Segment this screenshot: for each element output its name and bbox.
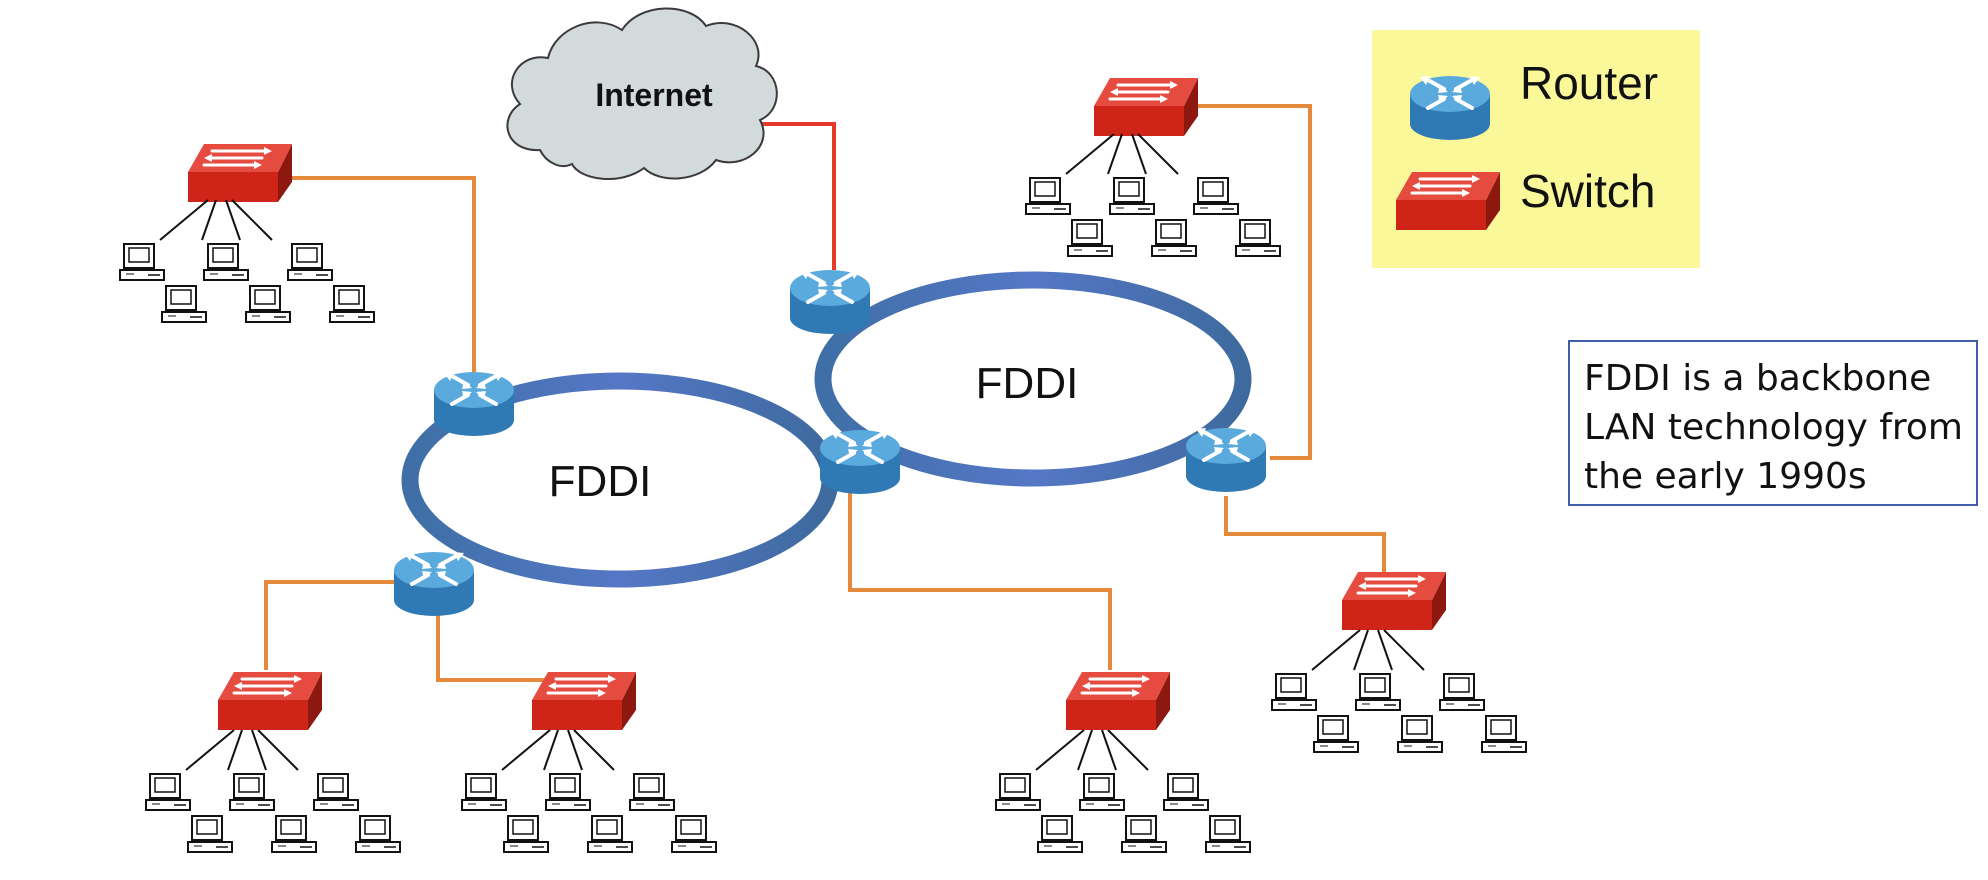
switch-icon [1064,670,1172,732]
internet-link [756,122,836,270]
fddi-ring-left-label: FDDI [549,457,652,506]
router-icon [818,428,902,496]
router-icon [432,370,516,438]
workgroup-top-left [120,142,374,322]
note-line-1: FDDI is a backbone [1584,358,1932,399]
host-group [146,730,400,852]
uplink-top-left [280,176,476,378]
internet-label: Internet [595,77,713,113]
legend-router-label: Router [1520,57,1659,109]
host-group [462,730,716,852]
uplink-bottom-center [848,480,1112,670]
note-box: FDDI is a backbone LAN technology from t… [1568,340,1978,506]
workgroup-bottom-left-b [462,670,716,852]
cloud-icon [506,7,778,180]
note-line-3: the early 1990s [1584,456,1867,497]
router-icon [392,550,476,618]
legend: Router Switch [1372,30,1700,268]
uplink-right-top [1186,104,1312,460]
switch-icon [216,670,324,732]
host-group [996,730,1250,852]
host-group [1272,630,1526,752]
note-line-2: LAN technology from [1584,407,1964,448]
internet-cloud: Internet [506,7,778,180]
host-group [120,200,374,322]
router-icon [1408,74,1492,142]
workgroup-bottom-left-a [146,670,400,852]
uplink-bottom-left-a [264,580,402,670]
workgroup-bottom-center [996,670,1250,852]
switch-icon [1340,570,1448,632]
router-icon [1184,426,1268,494]
uplink-right-bottom [1224,496,1386,572]
switch-icon [1394,170,1502,232]
switch-icon [530,670,638,732]
workgroup-right [1272,570,1526,752]
uplink-lines [264,104,1386,682]
fddi-ring-right [814,271,1252,487]
switch-icon [186,142,294,204]
router-icon [788,268,872,336]
legend-switch-label: Switch [1520,165,1656,217]
fddi-ring-right-label: FDDI [976,359,1079,408]
uplink-bottom-left-b [436,608,572,682]
host-group [1026,134,1280,256]
switch-icon [1092,76,1200,138]
